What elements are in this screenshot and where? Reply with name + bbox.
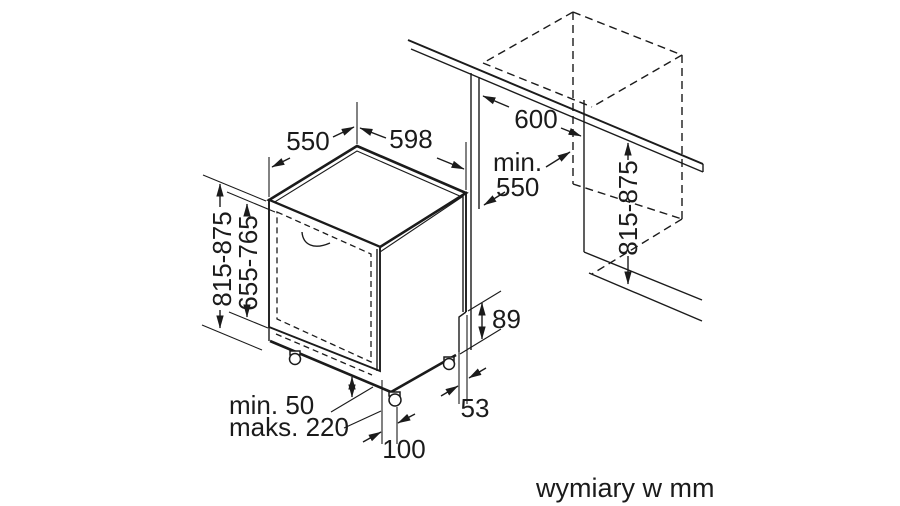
floor-lines	[583, 251, 703, 322]
dim-label-maks-220: maks. 220	[229, 412, 349, 442]
dim-line	[397, 413, 416, 424]
dim-89-recess-height: 89	[459, 290, 521, 355]
dim-53-recess-depth: 53	[440, 315, 490, 423]
ext-line	[201, 324, 263, 351]
niche-bottom-back-edge	[572, 183, 683, 220]
door-handle	[301, 231, 331, 247]
ext-line	[330, 386, 374, 413]
floor-edge-lower	[588, 272, 703, 322]
dim-815-875-left: 815-875	[201, 174, 267, 351]
base-dashed-line	[275, 333, 373, 376]
leader-line	[343, 410, 382, 429]
dim-label-600: 600	[514, 104, 557, 134]
countertop-bottom-edge	[410, 48, 704, 173]
dim-line	[468, 367, 487, 379]
dim-label-815-875-right: 815-875	[613, 160, 643, 255]
ext-line	[228, 311, 269, 329]
niche-top-right-edge	[572, 11, 683, 56]
front-left-foot	[288, 350, 302, 366]
dim-line	[271, 157, 291, 168]
dim-plinth-min-max: min. 50 maks. 220	[229, 376, 382, 442]
dim-label-815-875-left: 815-875	[207, 211, 237, 306]
countertop-top-edge	[407, 39, 704, 165]
dim-label-100: 100	[382, 434, 425, 464]
dim-label-89: 89	[492, 304, 521, 334]
niche-dashed-outline	[482, 11, 683, 275]
dim-label-min: min.	[493, 147, 542, 177]
foot-disc	[288, 352, 302, 366]
ext-line	[226, 191, 276, 213]
dim-line	[545, 151, 571, 168]
dishwasher-right-face-edges	[379, 191, 467, 312]
dim-600-niche-width: 600	[482, 95, 582, 137]
dim-min550-niche-depth: min. 550	[483, 147, 571, 206]
dim-line	[359, 127, 387, 139]
dim-label-min-50: min. 50	[229, 390, 314, 420]
ext-line	[467, 290, 502, 312]
dim-line	[482, 95, 510, 108]
front-right-foot	[388, 391, 402, 407]
countertop	[407, 39, 704, 173]
dishwasher	[266, 144, 469, 407]
dim-label-655-765: 655-765	[233, 215, 263, 310]
dim-line	[440, 385, 459, 397]
door-dashed-inset	[276, 210, 372, 364]
niche-bottom-right-edge	[591, 218, 683, 275]
ext-line	[202, 174, 267, 202]
units-note: wymiary w mm	[535, 473, 714, 503]
dim-655-765-door: 655-765	[226, 191, 276, 329]
dim-line	[332, 126, 355, 138]
dim-label-550b: 550	[496, 172, 539, 202]
niche-top-left-edge	[482, 11, 574, 64]
dim-line	[362, 431, 382, 443]
dim-label-53: 53	[461, 393, 490, 423]
dim-label-598: 598	[389, 124, 432, 154]
floor-edge-upper	[583, 251, 703, 301]
niche-top-front-left-edge	[482, 62, 593, 108]
dim-line	[483, 191, 506, 206]
dim-line	[560, 127, 582, 137]
dim-label-550: 550	[286, 126, 329, 156]
dim-550-depth: 550	[268, 102, 358, 197]
rear-right-foot	[442, 356, 456, 371]
dim-100-feet-offset: 100	[362, 380, 426, 464]
foot-disc	[388, 393, 402, 407]
niche-top-front-right-edge	[591, 54, 683, 108]
foot-disc	[442, 357, 456, 371]
niche-side-panels	[470, 73, 585, 350]
dim-line	[436, 157, 465, 170]
dim-815-875-right: 815-875	[613, 142, 643, 285]
rear-recess-notch	[458, 311, 467, 352]
dim-598-width: 598	[359, 124, 467, 190]
base-bottom-front-edge	[269, 339, 392, 394]
